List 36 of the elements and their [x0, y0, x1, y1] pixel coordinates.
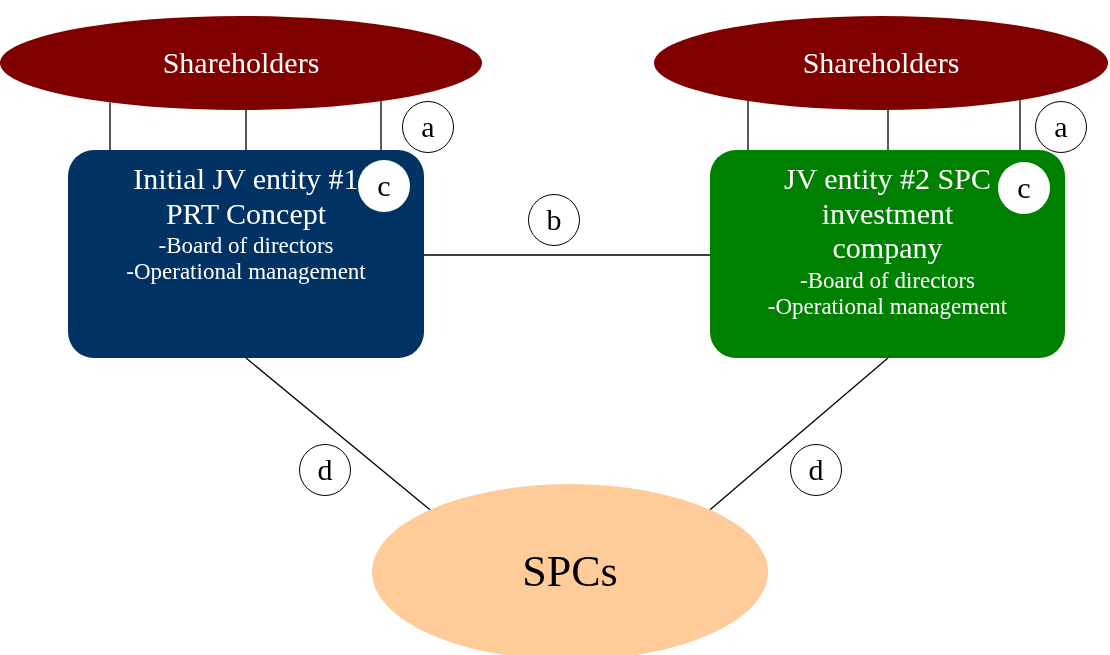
node-label: SPCs — [522, 546, 618, 598]
entity-detail: -Board of directors — [800, 267, 975, 294]
connector-line — [747, 100, 749, 151]
connector-line — [1019, 99, 1021, 151]
connector-line — [109, 101, 111, 151]
letter-marker — [402, 101, 454, 153]
connector-line — [245, 357, 431, 511]
entity-title: JV entity #2 SPC investment company — [783, 162, 992, 266]
entity-box — [68, 150, 424, 358]
node-label: Shareholders — [162, 45, 320, 81]
marker-letter: c — [1017, 170, 1031, 206]
connector-line — [709, 357, 889, 511]
shareholders-ellipse — [0, 16, 482, 110]
entity-box — [710, 150, 1065, 358]
node-label: Shareholders — [802, 45, 960, 81]
marker-letter: d — [317, 452, 333, 488]
shareholders-ellipse — [654, 16, 1108, 110]
letter-marker — [528, 194, 580, 246]
entity-detail: -Board of directors — [158, 233, 334, 260]
marker-letter: a — [1054, 109, 1068, 145]
connector-line — [887, 109, 889, 151]
letter-marker — [790, 444, 842, 496]
connector-line — [423, 254, 711, 256]
entity-detail: -Operational management — [767, 293, 1008, 321]
connector-line — [245, 109, 247, 151]
marker-letter: a — [421, 109, 435, 145]
letter-marker — [358, 160, 410, 212]
marker-letter: d — [808, 452, 824, 488]
marker-letter: b — [546, 202, 562, 238]
letter-marker — [299, 444, 351, 496]
entity-title: Initial JV entity #1 PRT Concept — [132, 162, 360, 231]
letter-marker — [998, 162, 1050, 214]
connector-line — [380, 100, 382, 151]
marker-letter: c — [377, 168, 391, 204]
letter-marker — [1035, 101, 1087, 153]
entity-detail: -Operational management — [126, 259, 366, 286]
